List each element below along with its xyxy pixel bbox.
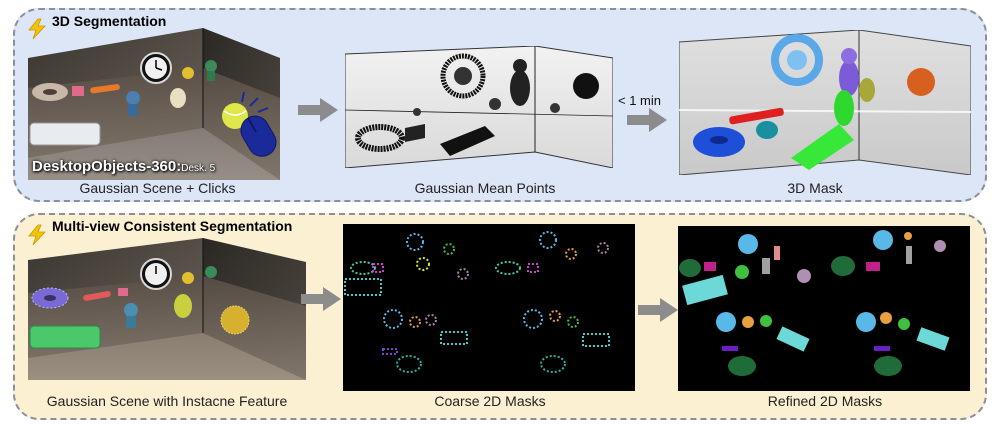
lightning-bolt-icon	[28, 224, 46, 246]
caption-gaussian-scene-clicks: Gaussian Scene + Clicks	[79, 180, 236, 196]
3d-mask-image	[679, 30, 971, 175]
time-label: < 1 min	[618, 93, 661, 108]
dataset-label: DesktopObjects-360:Desk. 5	[32, 158, 216, 175]
caption-refined-2d-masks: Refined 2D Masks	[767, 393, 883, 409]
arrow-right-icon	[301, 287, 341, 311]
multi-view-segmentation-title: Multi-view Consistent Segmentation	[52, 218, 293, 234]
gaussian-scene-instance-feature-image	[28, 238, 306, 380]
lightning-bolt-icon	[28, 18, 46, 40]
3d-segmentation-title: 3D Segmentation	[52, 13, 167, 29]
gaussian-mean-points-image	[345, 46, 613, 168]
arrow-right-icon	[638, 298, 678, 322]
coarse-2d-masks-image	[343, 224, 635, 391]
arrow-right-icon	[298, 98, 338, 122]
caption-gaussian-scene-instance-feature: Gaussian Scene with Instacne Feature	[46, 393, 288, 409]
caption-coarse-2d-masks: Coarse 2D Masks	[434, 393, 546, 409]
caption-gaussian-mean-points: Gaussian Mean Points	[414, 180, 556, 196]
arrow-right-icon	[627, 108, 667, 132]
gaussian-scene-clicks-image	[28, 28, 280, 180]
refined-2d-masks-image	[678, 226, 970, 391]
caption-3d-mask: 3D Mask	[787, 180, 843, 196]
